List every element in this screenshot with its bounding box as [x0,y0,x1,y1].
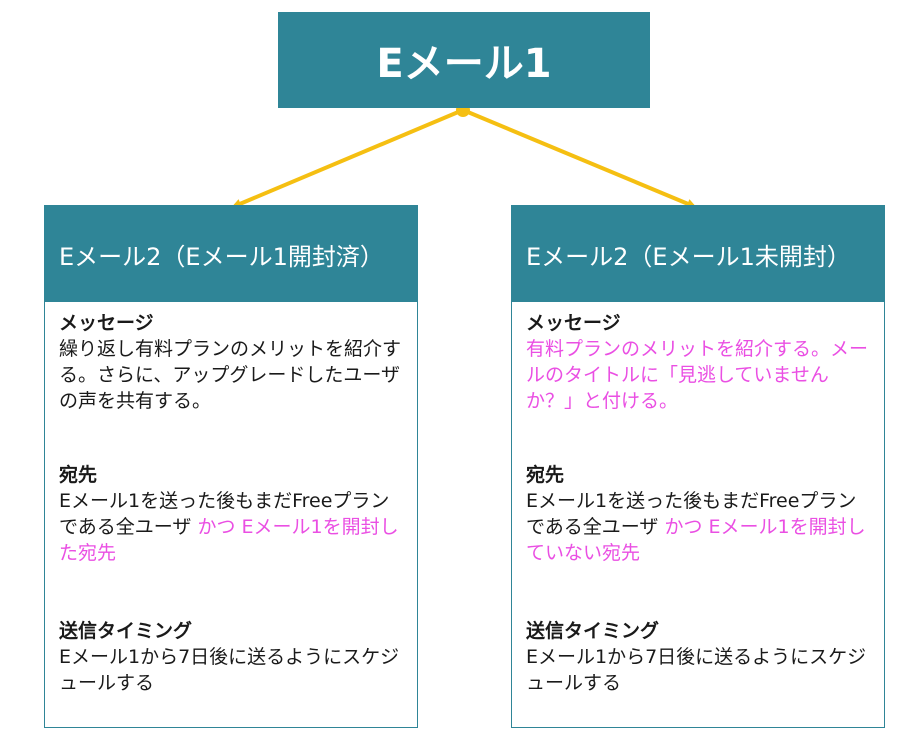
card-opened-header: Eメール2（Eメール1開封済） [45,206,417,302]
recipient-label: 宛先 [526,464,565,486]
connector-left [231,108,464,209]
message-highlight: 有料プランのメリットを紹介する。メールのタイトルに「見逃していませんか？」と付け… [526,338,869,412]
card-opened-body: メッセージ 繰り返し有料プランのメリットを紹介する。さらに、アップグレードしたユ… [45,302,417,696]
recipient-highlight: かつ Eメール1を開封した宛先 [59,516,399,564]
connector-right [462,108,697,209]
message-text: 有料プランのメリットを紹介する。メールのタイトルに「見逃していませんか？」と付け… [526,336,870,414]
card-unopened-body: メッセージ 有料プランのメリットを紹介する。メールのタイトルに「見逃していません… [512,302,884,696]
message-text: 繰り返し有料プランのメリットを紹介する。さらに、アップグレードしたユーザの声を共… [59,338,402,412]
timing-text: Eメール1から7日後に送るようにスケジュールする [59,646,400,694]
recipient-section: 宛先 Eメール1を送った後もまだFreeプランである全ユーザ かつ Eメール1を… [526,462,870,566]
message-section: メッセージ 有料プランのメリットを紹介する。メールのタイトルに「見逃していません… [526,310,870,414]
message-section: メッセージ 繰り返し有料プランのメリットを紹介する。さらに、アップグレードしたユ… [59,310,403,414]
root-node: Eメール1 [278,12,650,108]
timing-label: 送信タイミング [526,620,660,642]
recipient-text: Eメール1を送った後もまだFreeプランである全ユーザ かつ Eメール1を開封し… [59,490,399,564]
recipient-label: 宛先 [59,464,98,486]
timing-text: Eメール1から7日後に送るようにスケジュールする [526,646,867,694]
recipient-highlight: かつ Eメール1を開封していない宛先 [526,516,866,564]
timing-label: 送信タイミング [59,620,193,642]
root-node-title: Eメール1 [376,41,552,87]
recipient-section: 宛先 Eメール1を送った後もまだFreeプランである全ユーザ かつ Eメール1を… [59,462,403,566]
message-label: メッセージ [526,312,621,334]
card-unopened-title: Eメール2（Eメール1未開封） [526,242,851,271]
message-label: メッセージ [59,312,154,334]
card-opened: Eメール2（Eメール1開封済） メッセージ 繰り返し有料プランのメリットを紹介す… [44,205,418,728]
timing-section: 送信タイミング Eメール1から7日後に送るようにスケジュールする [59,618,403,696]
timing-section: 送信タイミング Eメール1から7日後に送るようにスケジュールする [526,618,870,696]
card-opened-title: Eメール2（Eメール1開封済） [59,242,384,271]
card-unopened: Eメール2（Eメール1未開封） メッセージ 有料プランのメリットを紹介する。メー… [511,205,885,728]
card-unopened-header: Eメール2（Eメール1未開封） [512,206,884,302]
recipient-text: Eメール1を送った後もまだFreeプランである全ユーザ かつ Eメール1を開封し… [526,490,866,564]
